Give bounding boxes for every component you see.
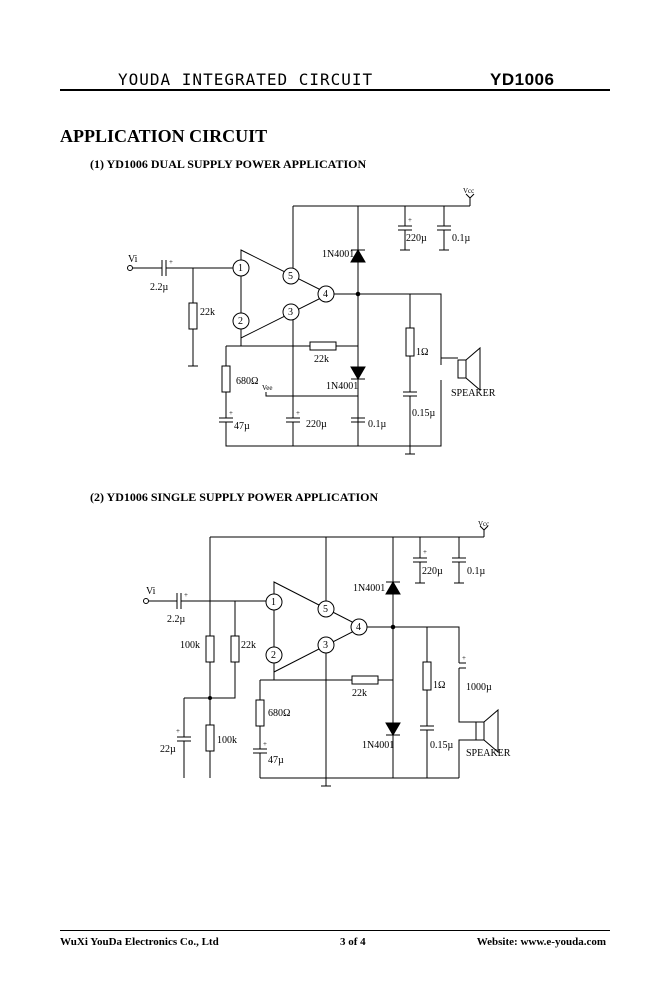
dual-rin-resistor (188, 302, 198, 330)
dual-c47-plus: + (229, 409, 233, 417)
dual-speaker (457, 359, 467, 379)
single-c01-top-label: 0.1µ (467, 566, 486, 577)
dual-speaker-label: SPEAKER (451, 388, 496, 399)
dual-c220-top-plus: + (408, 216, 412, 224)
single-vi-terminal (143, 598, 149, 604)
single-pin-4 (350, 618, 368, 636)
single-c22-label: 22µ (160, 744, 176, 755)
single-supply-schematic: Vcc + 220µ 0.1µ 1N4001 + 1000µ SPEAKER 1… (143, 520, 511, 787)
single-cin-label: 2.2µ (167, 614, 186, 625)
single-r100a-resistor (205, 635, 215, 663)
single-supply-title: (2) YD1006 SINGLE SUPPLY POWER APPLICATI… (90, 490, 379, 504)
single-c47-label: 47µ (268, 755, 284, 766)
single-pin-1-label: 1 (271, 597, 276, 608)
dual-c220-top-label: 220µ (406, 233, 427, 244)
dual-vi-label: Vi (128, 254, 138, 265)
single-d-bot-label: 1N4001 (362, 740, 394, 751)
single-vi-label: Vi (146, 586, 156, 597)
single-pin-4-label: 4 (356, 622, 361, 633)
dual-vi-terminal (127, 265, 133, 271)
dual-rfb-label: 22k (314, 354, 329, 365)
dual-vcc-label: Vcc (463, 187, 474, 195)
dual-c220-bot-label: 220µ (306, 419, 327, 430)
single-speaker-label: SPEAKER (466, 748, 511, 759)
dual-c01-top-label: 0.1µ (452, 233, 471, 244)
dual-d-bot-label: 1N4001 (326, 381, 358, 392)
dual-r680-resistor (221, 365, 231, 393)
dual-pin-5 (282, 267, 300, 285)
dual-r1-label: 1Ω (416, 347, 428, 358)
dual-c01-bot-label: 0.1µ (368, 419, 387, 430)
single-rfb-resistor (351, 675, 379, 685)
dual-cin-label: 2.2µ (150, 282, 169, 293)
footer-rule (60, 930, 610, 931)
single-cin-plus: + (184, 591, 188, 599)
single-d-top-label: 1N4001 (353, 583, 385, 594)
dual-pin-3 (282, 303, 300, 321)
dual-d-top-label: 1N4001 (322, 249, 354, 260)
dual-pin-2-label: 2 (238, 316, 243, 327)
header-rule (60, 89, 610, 91)
dual-c47-label: 47µ (234, 421, 250, 432)
single-c1000-plus: + (462, 654, 466, 662)
single-r1-resistor (422, 661, 432, 691)
dual-supply-schematic: Vcc + 220µ 0.1µ 1N4001 1N4001 1Ω 0.15µ S… (127, 187, 496, 455)
header-part-number: YD1006 (490, 70, 555, 89)
footer-company: WuXi YouDa Electronics Co., Ltd (60, 936, 219, 948)
dual-cin-plus: + (169, 258, 173, 266)
single-c22-plus: + (176, 727, 180, 735)
single-vcc-label: Vcc (478, 520, 489, 528)
dual-c220-bot-plus: + (296, 409, 300, 417)
dual-vee-label: Vee (262, 384, 273, 392)
dual-r680-label: 680Ω (236, 376, 258, 387)
dual-c015-label: 0.15µ (412, 408, 436, 419)
dual-pin-3-label: 3 (288, 307, 293, 318)
single-pin-5 (317, 600, 335, 618)
footer-website: Website: www.e-youda.com (476, 936, 606, 948)
single-r100b-label: 100k (217, 735, 237, 746)
single-r100a-label: 100k (180, 640, 200, 651)
single-pin-1 (265, 593, 283, 611)
single-pin-2-label: 2 (271, 650, 276, 661)
single-c015-label: 0.15µ (430, 740, 454, 751)
dual-rin-label: 22k (200, 307, 215, 318)
single-r22k-in-label: 22k (241, 640, 256, 651)
single-c220-top-label: 220µ (422, 566, 443, 577)
dual-pin-4-label: 4 (323, 289, 328, 300)
header-company: YOUDA INTEGRATED CIRCUIT (118, 70, 374, 89)
footer-page-number: 3 of 4 (340, 936, 366, 948)
single-pin-3-label: 3 (323, 640, 328, 651)
single-c220-top-plus: + (423, 548, 427, 556)
single-pin-5-label: 5 (323, 604, 328, 615)
section-title: APPLICATION CIRCUIT (60, 126, 268, 146)
single-r1-label: 1Ω (433, 680, 445, 691)
single-rfb-label: 22k (352, 688, 367, 699)
single-r100b-resistor (205, 724, 215, 752)
single-r22k-in-resistor (230, 635, 240, 663)
single-c1000-label: 1000µ (466, 682, 492, 693)
dual-pin-1-label: 1 (238, 263, 243, 274)
single-c47-plus: + (263, 740, 267, 748)
dual-supply-title: (1) YD1006 DUAL SUPPLY POWER APPLICATION (90, 157, 367, 171)
single-speaker (475, 721, 485, 741)
single-r680-label: 680Ω (268, 708, 290, 719)
dual-rfb-resistor (309, 341, 337, 351)
dual-r1-resistor (405, 327, 415, 357)
single-bias-node (208, 696, 212, 700)
single-r680-resistor (255, 699, 265, 727)
dual-pin-5-label: 5 (288, 271, 293, 282)
dual-pin-4 (317, 285, 335, 303)
